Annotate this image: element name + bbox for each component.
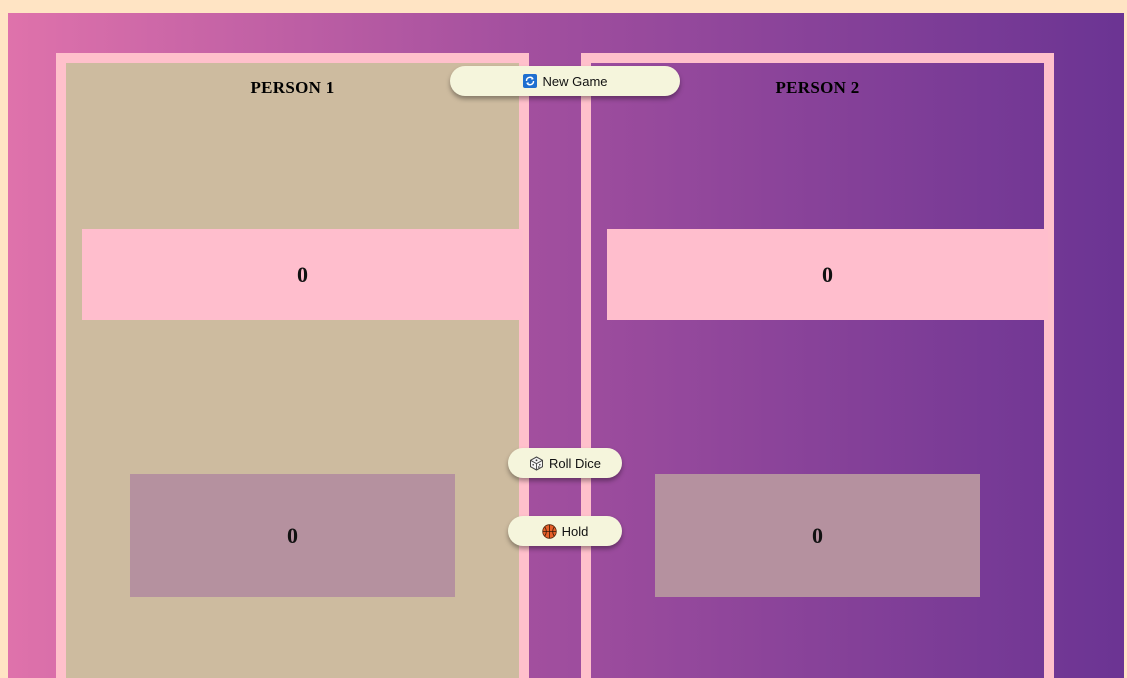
player-panel-2: PERSON 2 0 0 xyxy=(581,53,1054,678)
player-name: PERSON 2 xyxy=(775,78,860,97)
refresh-icon xyxy=(522,74,537,89)
new-game-label: New Game xyxy=(542,73,608,89)
hold-button[interactable]: Hold xyxy=(508,516,622,546)
player-panel-1: PERSON 1 0 0 xyxy=(56,53,529,678)
basketball-icon xyxy=(541,523,557,539)
player-name: PERSON 1 xyxy=(250,78,335,97)
current-score: 0 xyxy=(130,474,455,597)
current-score: 0 xyxy=(655,474,980,597)
roll-dice-label: Roll Dice xyxy=(548,455,601,471)
dice-icon xyxy=(529,455,544,471)
total-score: 0 xyxy=(607,229,1048,320)
game-board: PERSON 1 0 0 PERSON 2 0 0 xyxy=(8,13,1124,678)
total-score: 0 xyxy=(82,229,523,320)
roll-dice-button[interactable]: Roll Dice xyxy=(508,448,622,478)
new-game-button[interactable]: New Game xyxy=(450,66,680,96)
hold-label: Hold xyxy=(561,523,589,539)
